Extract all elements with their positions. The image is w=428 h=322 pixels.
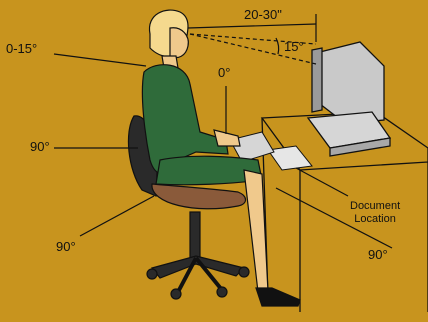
torso-angle-label: 0° [218,66,230,79]
hip-angle-label: 90° [56,240,76,253]
document-location-label: Document Location [350,200,400,226]
neck-tilt-label: 0-15° [6,42,37,55]
eye-distance-label: 20-30" [244,8,282,21]
knee-angle-label: 90° [368,248,388,261]
gaze-angle-label: 15° [284,40,304,53]
elbow-angle-label: 90° [30,140,50,153]
